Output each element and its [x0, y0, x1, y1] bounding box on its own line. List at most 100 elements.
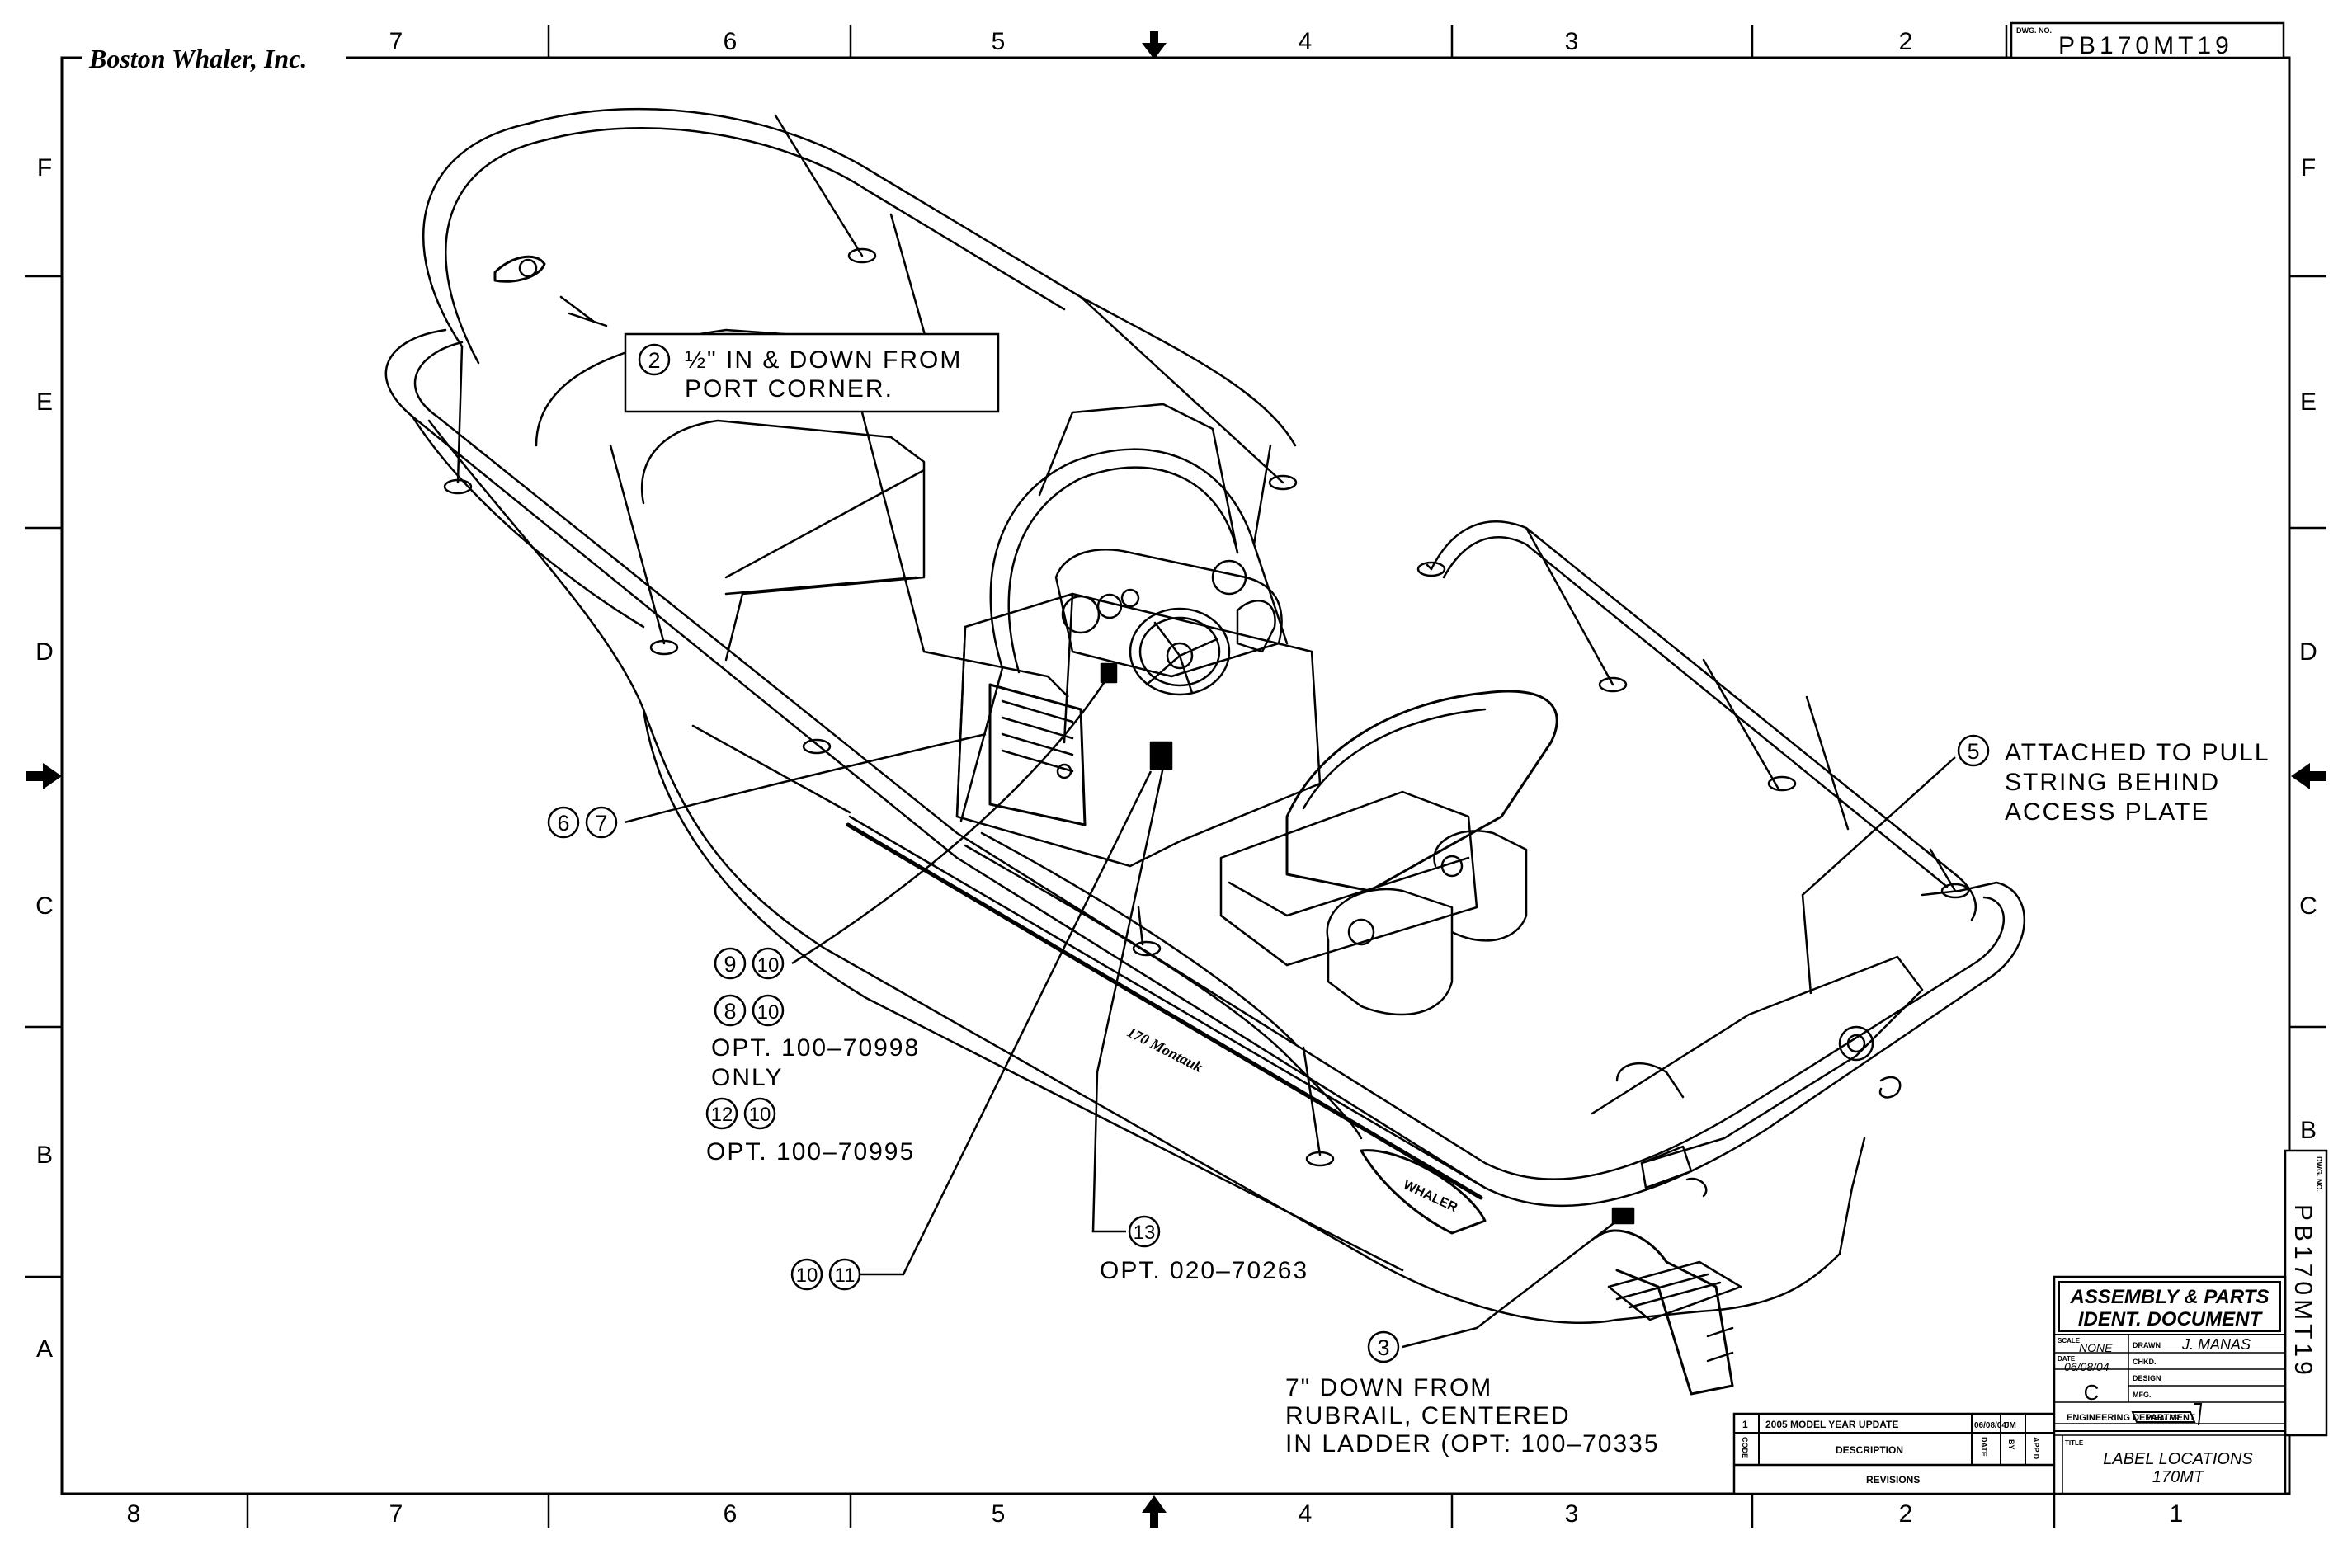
revision-code: 1 [1742, 1419, 1748, 1430]
design-label: DESIGN [2133, 1374, 2161, 1382]
sheet-border [60, 56, 2291, 1495]
zone-left-A: A [36, 1335, 53, 1363]
callout-9-number: 9 [724, 952, 736, 977]
revision-header-date: DATE [1980, 1437, 1988, 1457]
zone-top-4: 4 [1299, 28, 1313, 55]
title-block: ASSEMBLY & PARTS IDENT. DOCUMENT SCALE N… [2053, 1275, 2287, 1495]
drawn-value: J. MANAS [2181, 1336, 2251, 1353]
callout-8-10-line2: ONLY [711, 1064, 783, 1091]
revision-by: JM [2005, 1421, 2016, 1430]
callout-5-line3: ACCESS PLATE [2005, 798, 2210, 826]
callout-6-7: 6 7 [547, 806, 618, 839]
bow-rail-stanchion-5 [889, 213, 930, 348]
bow-rail-stanchion-3 [774, 114, 864, 257]
bow-rail-stanchion-4 [1079, 295, 1284, 484]
bow-chock [559, 295, 608, 327]
zone-right-D: D [2299, 638, 2317, 666]
hull-inner-gunwale [413, 341, 2005, 1180]
leader-1011 [860, 770, 1153, 1276]
zone-bottom-8: 8 [127, 1500, 141, 1528]
callout-11-number: 11 [835, 1264, 856, 1287]
callout-8-number: 8 [724, 999, 736, 1024]
hull-bow [411, 415, 645, 629]
whaler-logo [2131, 1403, 2203, 1426]
hull-keel-line [642, 708, 1404, 1272]
zone-bottom-3: 3 [1565, 1500, 1579, 1528]
callout-2-number: 2 [648, 348, 660, 373]
leader-5 [1801, 756, 1956, 995]
leader-lines [624, 412, 1956, 1349]
callout-12-10-line1: OPT. 100–70995 [706, 1138, 915, 1165]
zone-bottom-7: 7 [389, 1500, 403, 1528]
callout-10b-number: 10 [757, 1001, 780, 1024]
callout-3-line2: RUBRAIL, CENTERED [1285, 1402, 1571, 1429]
console-body [955, 592, 1322, 868]
zone-top-2: 2 [1899, 28, 1913, 55]
zone-bottom-4: 4 [1299, 1500, 1313, 1528]
drawn-label: DRAWN [2133, 1341, 2161, 1349]
bow-cleat [493, 255, 546, 283]
hull-outer-gunwale [384, 328, 2025, 1208]
left-zone-labels: F E D C B A [35, 154, 54, 1363]
port-rail [964, 844, 1363, 1140]
callout-10d-number: 10 [796, 1264, 818, 1287]
zone-bottom-5: 5 [992, 1500, 1006, 1528]
side-drawing-number: PB170MT19 DWG. NO. [2284, 1149, 2328, 1437]
label-9-marker [1100, 662, 1118, 684]
revision-header-description: DESCRIPTION [1836, 1444, 1903, 1456]
callout-10-11: 10 11 [790, 1258, 861, 1291]
hull-side-lower [427, 419, 1841, 1325]
boat-drawing [384, 107, 2025, 1396]
callout-7-number: 7 [595, 811, 607, 836]
console-access-door [988, 683, 1087, 826]
revisions-block: 1 2005 MODEL YEAR UPDATE 06/08/04 JM COD… [1732, 1412, 2056, 1495]
rear-seat-base [1219, 790, 1478, 967]
callout-8-10: 8 10 OPT. 100–70998 ONLY [711, 994, 920, 1091]
title-line1: LABEL LOCATIONS [2103, 1450, 2253, 1468]
zone-right-F: F [2301, 154, 2316, 181]
top-zone-labels: 7 6 5 4 3 2 [389, 28, 1913, 55]
revision-description: 2005 MODEL YEAR UPDATE [1765, 1419, 1898, 1430]
bow-seat [640, 419, 926, 662]
side-dwg-no-label: DWG. NO. [2315, 1156, 2323, 1192]
console-windscreen [1038, 403, 1239, 554]
console-front [955, 625, 967, 818]
stern-eye [1878, 1076, 1902, 1099]
fuel-tank-1 [1326, 888, 1454, 1016]
callout-5-line2: STRING BEHIND [2005, 769, 2220, 796]
title-label: TITLE [2065, 1439, 2084, 1447]
zone-bottom-2: 2 [1899, 1500, 1913, 1528]
callout-8-10-line1: OPT. 100–70998 [711, 1034, 920, 1062]
callout-3: 3 7" DOWN FROM RUBRAIL, CENTERED IN LADD… [1285, 1330, 1660, 1457]
bow-rail [422, 107, 1297, 447]
callout-3-line1: 7" DOWN FROM [1285, 1374, 1492, 1401]
callout-12-10: 12 10 OPT. 100–70995 [705, 1097, 915, 1165]
callout-12-number: 12 [711, 1104, 733, 1126]
leader-910 [791, 680, 1107, 965]
left-zone-dividers [25, 275, 62, 1278]
hull-stripe-bottom [846, 822, 1483, 1200]
callout-5-line1: ATTACHED TO PULL [2005, 739, 2270, 766]
revision-header-code: CODE [1741, 1437, 1749, 1458]
starboard-rail-inner [1442, 536, 1949, 888]
leader-3 [1402, 1220, 1618, 1349]
console-dash [1054, 549, 1283, 678]
leader-2 [860, 412, 1069, 698]
zone-left-D: D [35, 638, 54, 666]
bow-rail-stanchion-1 [456, 345, 464, 484]
doc-type-line2: IDENT. DOCUMENT [2078, 1308, 2264, 1330]
zone-bottom-1: 1 [2170, 1500, 2184, 1528]
transom-logo-plate [1360, 1149, 1487, 1235]
bottom-zone-labels: 8 7 6 5 4 3 2 1 [127, 1500, 2184, 1528]
zone-left-B: B [36, 1142, 53, 1169]
revision-letter: C [2084, 1380, 2100, 1405]
zone-left-E: E [36, 388, 53, 416]
transom-rail [1640, 1145, 1693, 1189]
centering-arrows [26, 31, 2326, 1528]
callout-9-10: 9 10 [714, 947, 785, 980]
scale-value: NONE [2079, 1341, 2113, 1354]
zone-top-6: 6 [724, 28, 738, 55]
side-drawing-number-text: PB170MT19 [2289, 1204, 2317, 1379]
callout-3-line3: IN LADDER (OPT: 100–70335 [1285, 1430, 1660, 1457]
zone-bottom-6: 6 [724, 1500, 738, 1528]
